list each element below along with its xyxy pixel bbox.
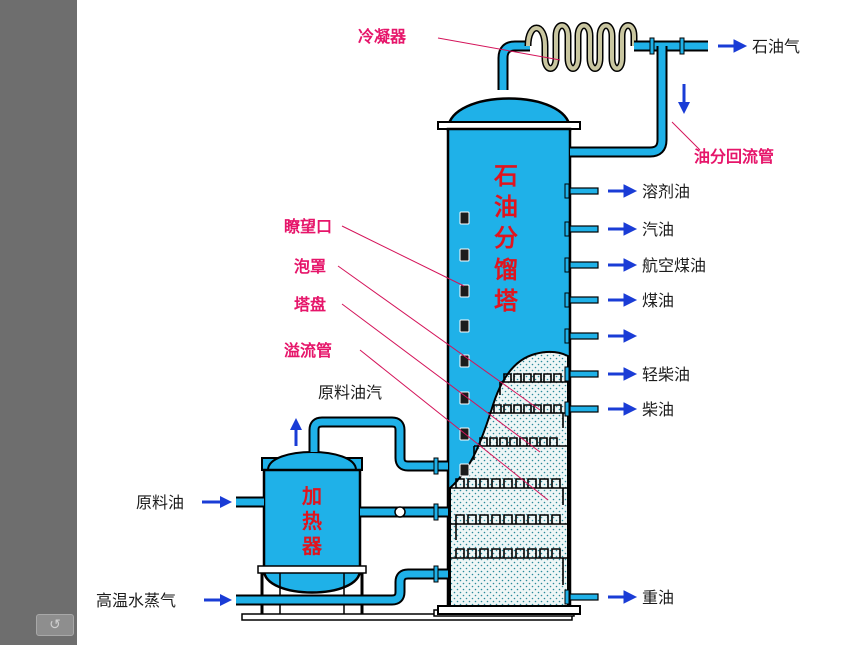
heater xyxy=(257,451,367,614)
outlet-pipe xyxy=(564,292,599,308)
crude-oil-label: 原料油 xyxy=(136,493,184,512)
right-arrow-icon xyxy=(608,293,638,307)
tower-label-char: 石 xyxy=(493,162,518,190)
right-arrow-icon xyxy=(204,594,232,606)
product-solvent-oil: 溶剂油 xyxy=(642,182,690,201)
right-arrow-icon xyxy=(608,184,638,198)
outlet-pipe xyxy=(564,401,599,417)
presentation-sidebar xyxy=(0,0,77,645)
sight-glass-label: 瞭望口 xyxy=(284,217,332,236)
heater-label: 加 热 器 xyxy=(301,484,323,558)
heater-outlet-pipe xyxy=(360,503,448,521)
product-arrows xyxy=(608,39,748,604)
product-kerosene: 煤油 xyxy=(642,291,674,310)
outlet-pipe xyxy=(564,221,599,237)
tray-row xyxy=(499,373,568,395)
down-arrow-icon xyxy=(678,84,690,114)
crude-vapor-label: 原料油汽 xyxy=(318,383,382,402)
reflux-pipe xyxy=(570,46,668,158)
heater-label-char: 器 xyxy=(301,534,323,558)
gas-outlet-pipe xyxy=(634,37,708,55)
up-arrow-icon xyxy=(290,418,302,446)
tray-row xyxy=(450,478,568,505)
outlet-pipe xyxy=(564,328,599,344)
heater-label-char: 热 xyxy=(302,509,322,533)
right-arrow-icon xyxy=(718,39,748,53)
steam-label: 高温水蒸气 xyxy=(96,591,176,610)
condenser-label: 冷凝器 xyxy=(358,27,407,46)
outlet-pipe xyxy=(564,366,599,382)
back-arrow-icon[interactable]: ↺ xyxy=(36,614,74,636)
right-arrow-icon xyxy=(202,496,232,508)
product-petroleum-gas: 石油气 xyxy=(752,37,800,56)
right-arrow-icon xyxy=(608,258,638,272)
right-arrow-icon xyxy=(608,222,638,236)
product-gasoline: 汽油 xyxy=(642,220,674,239)
tray-row xyxy=(488,404,568,428)
top-vapor-pipe xyxy=(497,40,530,90)
outlet-pipe xyxy=(564,257,599,273)
tray-row xyxy=(450,548,568,585)
product-light-diesel: 轻柴油 xyxy=(642,365,690,384)
product-jet-fuel: 航空煤油 xyxy=(642,256,706,275)
tray-label: 塔盘 xyxy=(294,295,326,314)
reflux-pipe-label: 油分回流管 xyxy=(694,147,774,166)
crude-vapor-pipe xyxy=(308,416,448,475)
tower-label-char: 塔 xyxy=(494,287,519,315)
product-heavy-oil: 重油 xyxy=(642,588,674,607)
tray-row xyxy=(473,437,568,460)
crude-oil-inlet xyxy=(202,496,264,508)
outlet-pipe xyxy=(564,183,599,199)
product-labels: 石油气 溶剂油 汽油 航空煤油 煤油 轻柴油 柴油 重油 xyxy=(642,37,800,607)
tower-trays xyxy=(450,373,568,585)
right-arrow-icon xyxy=(608,367,638,381)
heater-label-char: 加 xyxy=(301,484,322,508)
outlet-pipe xyxy=(564,589,599,605)
tower-label: 石 油 分 馏 塔 xyxy=(493,162,519,315)
condenser-coil xyxy=(524,22,638,72)
bubble-cap-label: 泡罩 xyxy=(294,257,326,276)
overflow-pipe-label: 溢流管 xyxy=(284,341,332,360)
product-diesel: 柴油 xyxy=(642,400,674,419)
right-arrow-icon xyxy=(608,590,638,604)
tower-label-char: 油 xyxy=(494,193,518,221)
tray-row xyxy=(450,514,568,540)
input-labels: 原料油汽 原料油 高温水蒸气 xyxy=(96,383,382,610)
right-arrow-icon xyxy=(608,402,638,416)
part-labels: 冷凝器 油分回流管 瞭望口 泡罩 塔盘 溢流管 xyxy=(284,27,774,360)
tower-label-char: 馏 xyxy=(494,256,518,284)
right-arrow-icon xyxy=(608,329,638,343)
tower-label-char: 分 xyxy=(494,224,518,252)
steam-inlet-pipe xyxy=(204,565,448,606)
pointer-lines xyxy=(337,37,701,501)
side-outlets xyxy=(564,183,599,605)
